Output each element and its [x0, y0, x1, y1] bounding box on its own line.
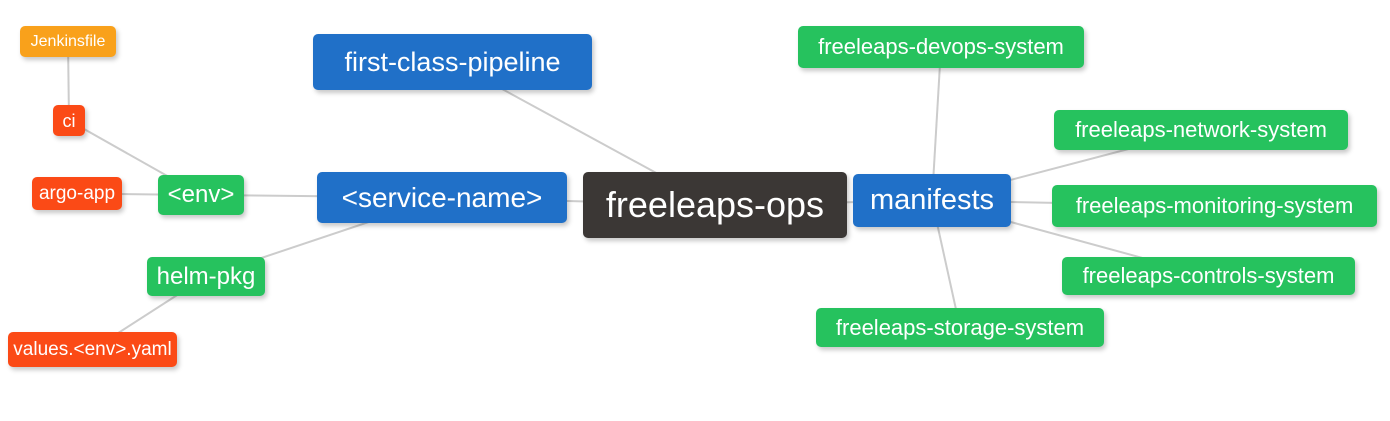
- node-label: freeleaps-controls-system: [1082, 263, 1335, 288]
- node-label: helm-pkg: [156, 262, 256, 290]
- node-storage-system[interactable]: freeleaps-storage-system: [816, 308, 1104, 347]
- node-service-name[interactable]: <service-name>: [317, 172, 567, 223]
- node-manifests[interactable]: manifests: [853, 174, 1011, 227]
- node-label: <env>: [167, 181, 235, 208]
- node-freeleaps-ops[interactable]: freeleaps-ops: [583, 172, 847, 238]
- node-label: manifests: [869, 184, 995, 216]
- node-label: ci: [62, 110, 76, 131]
- node-label: values.<env>.yaml: [13, 339, 172, 360]
- node-label: freeleaps-storage-system: [835, 314, 1085, 340]
- node-label: freeleaps-devops-system: [818, 34, 1064, 59]
- node-monitoring-system[interactable]: freeleaps-monitoring-system: [1052, 185, 1377, 227]
- node-label: argo-app: [38, 183, 116, 204]
- node-first-class-pipeline[interactable]: first-class-pipeline: [313, 34, 592, 90]
- node-helm-pkg[interactable]: helm-pkg: [147, 257, 265, 296]
- node-jenkinsfile[interactable]: Jenkinsfile: [20, 26, 116, 57]
- node-label: freeleaps-monitoring-system: [1075, 193, 1354, 218]
- node-label: freeleaps-ops: [605, 184, 825, 225]
- node-argo-app[interactable]: argo-app: [32, 177, 122, 210]
- node-env[interactable]: <env>: [158, 175, 244, 215]
- node-label: first-class-pipeline: [344, 46, 561, 77]
- node-label: freeleaps-network-system: [1075, 117, 1327, 142]
- node-controls-system[interactable]: freeleaps-controls-system: [1062, 257, 1355, 295]
- node-ci[interactable]: ci: [53, 105, 85, 136]
- node-label: Jenkinsfile: [30, 32, 106, 50]
- node-values-env-yaml[interactable]: values.<env>.yaml: [8, 332, 177, 367]
- node-devops-system[interactable]: freeleaps-devops-system: [798, 26, 1084, 68]
- node-label: <service-name>: [341, 181, 543, 213]
- node-network-system[interactable]: freeleaps-network-system: [1054, 110, 1348, 150]
